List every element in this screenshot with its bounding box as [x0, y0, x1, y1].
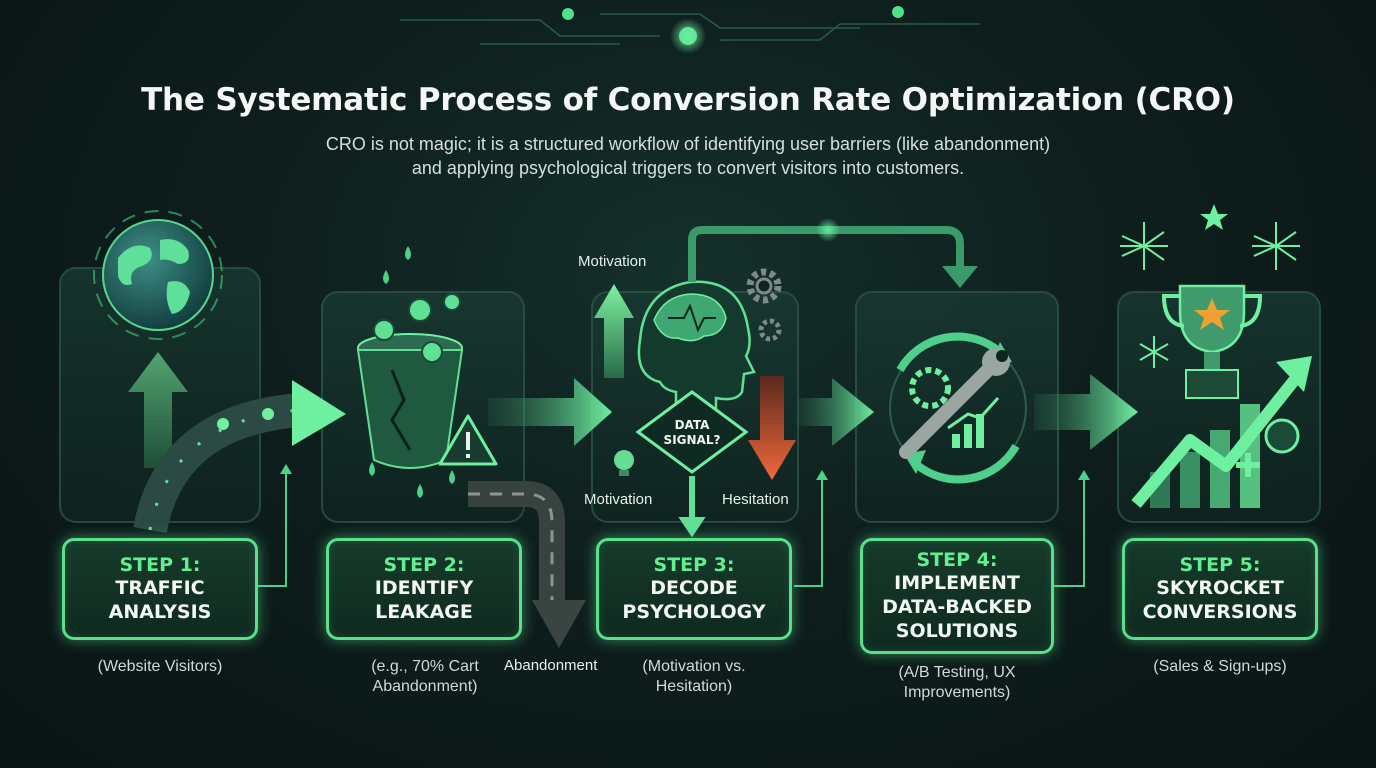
step-name: PSYCHOLOGY [622, 601, 766, 623]
caption-line: (A/B Testing, UX [898, 664, 1016, 681]
leaking-bucket-icon [356, 246, 464, 498]
step-2-caption: (e.g., 70% Cart Abandonment) [340, 657, 510, 697]
step-number: STEP 5: [1179, 554, 1261, 576]
caption-line: Improvements) [903, 684, 1011, 701]
feedback-loop-head [942, 266, 978, 288]
diamond-line: DATA [674, 418, 710, 432]
abandonment-label: Abandonment [504, 657, 598, 674]
step-1-box: STEP 1: TRAFFIC ANALYSIS [62, 538, 258, 640]
data-signal-diamond [635, 390, 749, 474]
step-number: STEP 3: [653, 554, 735, 576]
step-1-caption: (Website Visitors) [60, 657, 260, 677]
globe-icon [93, 210, 223, 340]
brain-head-icon [637, 280, 756, 416]
diamond-down-arrow [678, 476, 706, 538]
caption-line: (e.g., 70% Cart [371, 658, 479, 675]
traffic-node [217, 418, 229, 430]
data-signal-label: DATA SIGNAL? [652, 418, 732, 448]
step-4-box: STEP 4: IMPLEMENT DATA-BACKED SOLUTIONS [860, 538, 1054, 654]
step-name: SOLUTIONS [895, 620, 1019, 642]
motivation-label-bottom: Motivation [584, 491, 653, 508]
traffic-node [262, 408, 274, 420]
trophy-icon [1161, 284, 1263, 399]
caption-line: (Motivation vs. [642, 658, 746, 675]
connector-3-head [816, 470, 828, 480]
connector-4-head [1078, 470, 1090, 480]
sparkle-icon [1200, 204, 1228, 230]
hesitation-label: Hesitation [722, 491, 789, 508]
connector-3 [794, 476, 823, 587]
page-subtitle: CRO is not magic; it is a structured wor… [0, 132, 1376, 180]
flow-arrow-4-5 [1034, 374, 1138, 450]
step-name: LEAKAGE [375, 601, 473, 623]
caption-line: Abandonment) [372, 678, 478, 695]
step-name: IMPLEMENT [894, 572, 1020, 594]
circuit-decoration [400, 13, 980, 45]
traffic-road-dots [148, 408, 301, 531]
caption-line: Hesitation) [655, 678, 733, 695]
connector-1 [256, 470, 287, 587]
flow-arrow-2-3 [488, 378, 612, 446]
step-name: CONVERSIONS [1142, 601, 1298, 623]
step-name: ANALYSIS [108, 601, 212, 623]
warning-icon [438, 414, 498, 466]
circuit-glow [670, 18, 706, 54]
subtitle-line: and applying psychological triggers to c… [411, 158, 965, 178]
step-3-caption: (Motivation vs. Hesitation) [614, 657, 774, 697]
abandonment-path [468, 481, 565, 600]
flow-arrow-3-4 [798, 378, 874, 446]
lightbulb-icon [614, 450, 634, 476]
motivation-up-arrow [594, 284, 634, 378]
motivation-label-top: Motivation [578, 253, 647, 270]
step-5-box: STEP 5: SKYROCKET CONVERSIONS [1122, 538, 1318, 640]
step-name: SKYROCKET [1156, 577, 1284, 599]
wrench-gear-icon [889, 332, 1027, 484]
gear-icon [746, 268, 782, 342]
circuit-node [892, 6, 904, 18]
step-number: STEP 2: [383, 554, 465, 576]
page-title: The Systematic Process of Conversion Rat… [141, 82, 1235, 118]
step-number: STEP 4: [916, 549, 998, 571]
step-name: DECODE [650, 577, 738, 599]
step-number: STEP 1: [119, 554, 201, 576]
connector-1-head [280, 464, 292, 474]
caption-line: (Website Visitors) [97, 658, 223, 675]
caption-line: (Sales & Sign-ups) [1153, 658, 1287, 675]
step-4-caption: (A/B Testing, UX Improvements) [868, 663, 1046, 703]
step-name: TRAFFIC [115, 577, 205, 599]
connector-4 [1052, 476, 1085, 587]
step-name: DATA-BACKED [882, 596, 1032, 618]
subtitle-line: CRO is not magic; it is a structured wor… [325, 134, 1051, 154]
step-name: IDENTIFY [374, 577, 474, 599]
step-2-box: STEP 2: IDENTIFY LEAKAGE [326, 538, 522, 640]
diamond-line: SIGNAL? [663, 433, 721, 447]
abandonment-arrow-head [532, 600, 586, 648]
feedback-loop-node [816, 218, 840, 242]
circuit-node [562, 8, 574, 20]
hesitation-down-arrow [748, 376, 796, 480]
step-5-caption: (Sales & Sign-ups) [1120, 657, 1320, 677]
growth-chart-icon [1131, 356, 1312, 508]
step-3-box: STEP 3: DECODE PSYCHOLOGY [596, 538, 792, 640]
traffic-node [312, 408, 324, 420]
traffic-up-arrow [128, 352, 188, 468]
firework-icon [1120, 222, 1300, 368]
